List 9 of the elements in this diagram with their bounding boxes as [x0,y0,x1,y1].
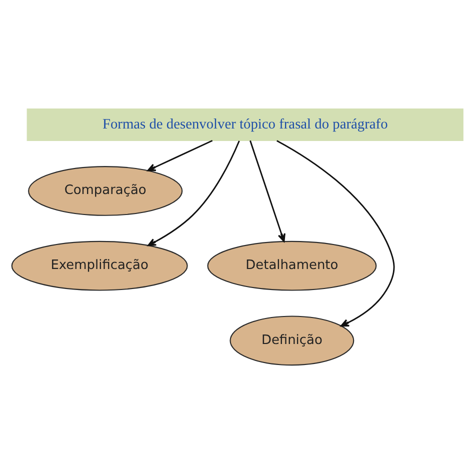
arrow [146,140,212,172]
node-ellipse: Detalhamento [206,240,376,291]
arrow [276,140,394,327]
node-box: Formas de desenvolver tópico frasal do parágrafo [26,108,463,141]
node-ellipse: Comparação [28,166,182,216]
arrow [249,140,285,242]
node-ellipse: Definição [229,316,354,366]
arrow [147,140,240,246]
node-ellipse: Exemplificação [10,240,188,291]
